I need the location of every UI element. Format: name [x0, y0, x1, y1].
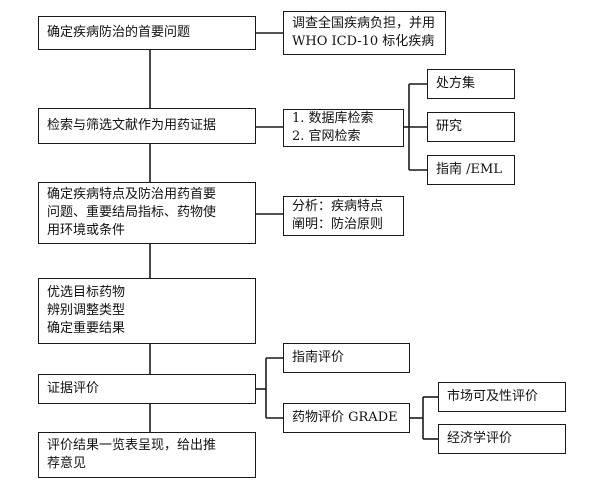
step-define-problem: 确定疾病防治的首要问题	[38, 16, 256, 50]
eval-economics: 经济学评价	[438, 424, 566, 454]
note-search-methods: 1. 数据库检索 2. 官网检索	[283, 109, 404, 147]
step-text: 辨别调整类型	[47, 303, 126, 318]
note-text: 分析：疾病特点	[292, 199, 384, 214]
step-disease-characteristics: 确定疾病特点及防治用药首要 问题、重要结局指标、药物使 用环境或条件	[38, 182, 256, 244]
source-text: 研究	[436, 119, 463, 134]
eval-market-accessibility: 市场可及性评价	[438, 382, 566, 412]
note-text: 调查全国疾病负担，并用	[292, 16, 436, 31]
step-text: 问题、重要结局指标、药物使	[47, 205, 217, 220]
note-text: 阐明：防治原则	[292, 217, 384, 232]
note-text: WHO ICD-10 标化疾病	[292, 34, 435, 49]
eval-text: 市场可及性评价	[447, 389, 539, 404]
step-text: 确定重要结果	[47, 321, 126, 336]
step-select-drugs: 优选目标药物 辨别调整类型 确定重要结果	[38, 278, 256, 344]
note-disease-burden: 调查全国疾病负担，并用 WHO ICD-10 标化疾病	[283, 11, 446, 55]
step-text: 用环境或条件	[47, 223, 126, 238]
source-text: 处方集	[436, 76, 476, 91]
step-search-literature: 检索与筛选文献作为用药证据	[38, 108, 256, 144]
eval-text: 指南评价	[292, 350, 345, 365]
note-text: 1. 数据库检索	[292, 111, 374, 126]
note-text: 2. 官网检索	[292, 129, 361, 144]
step-text: 优选目标药物	[47, 285, 126, 300]
eval-text: 药物评价 GRADE	[292, 410, 398, 425]
note-analysis: 分析：疾病特点 阐明：防治原则	[283, 196, 404, 236]
eval-text: 经济学评价	[447, 431, 513, 446]
source-guidelines-eml: 指南 /EML	[427, 155, 515, 185]
eval-guideline: 指南评价	[283, 343, 410, 373]
eval-drug-grade: 药物评价 GRADE	[283, 403, 410, 433]
step-text: 检索与筛选文献作为用药证据	[47, 118, 217, 133]
source-formulary: 处方集	[427, 69, 515, 99]
step-text: 确定疾病特点及防治用药首要	[47, 187, 217, 202]
step-text: 荐意见	[47, 456, 87, 471]
step-evidence-evaluation: 证据评价	[38, 374, 256, 404]
source-text: 指南 /EML	[436, 162, 502, 177]
source-research: 研究	[427, 112, 515, 142]
step-text: 评价结果一览表呈现，给出推	[47, 438, 217, 453]
step-text: 确定疾病防治的首要问题	[47, 25, 191, 40]
step-results-recommendation: 评价结果一览表呈现，给出推 荐意见	[38, 432, 256, 478]
step-text: 证据评价	[47, 381, 100, 396]
